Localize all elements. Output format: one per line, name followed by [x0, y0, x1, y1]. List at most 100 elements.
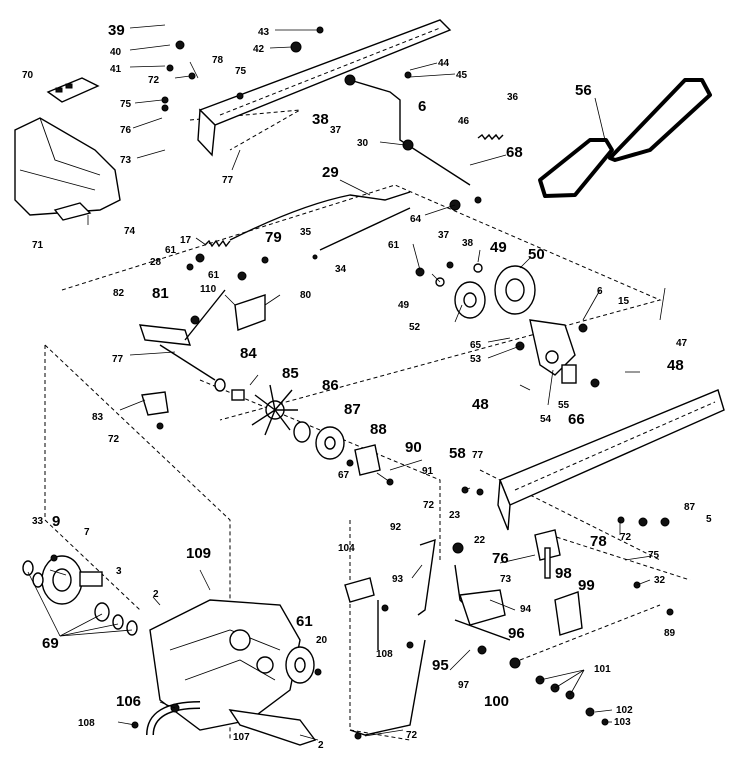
- callout-108: 108: [78, 718, 95, 729]
- pulley-assembly-right: [435, 263, 536, 319]
- callout-38: 38: [312, 111, 329, 128]
- callout-94: 94: [520, 604, 532, 615]
- callout-92: 92: [390, 522, 402, 533]
- callout-72: 72: [148, 75, 160, 86]
- callout-47: 47: [676, 338, 688, 349]
- callout-3: 3: [116, 566, 122, 577]
- hose-107: [146, 701, 201, 736]
- callout-61: 61: [165, 245, 177, 256]
- shift-rod: [229, 79, 471, 251]
- bracket-83: [141, 391, 169, 416]
- callout-99: 99: [578, 577, 595, 594]
- pulley-87-88: [293, 421, 381, 476]
- callout-91: 91: [422, 466, 434, 477]
- callout-109: 109: [186, 545, 211, 562]
- callout-33: 33: [32, 516, 44, 527]
- callout-83: 83: [92, 412, 104, 423]
- spring-36: [477, 133, 504, 141]
- tractor-hood: [14, 117, 121, 216]
- callout-45: 45: [456, 70, 468, 81]
- callout-72: 72: [406, 730, 418, 741]
- callout-61: 61: [208, 270, 220, 281]
- callout-77: 77: [472, 450, 484, 461]
- callout-89: 89: [664, 628, 676, 639]
- callout-77: 77: [112, 354, 124, 365]
- callout-73: 73: [500, 574, 512, 585]
- callout-84: 84: [240, 345, 257, 362]
- leader-lines: [27, 24, 666, 741]
- callout-69: 69: [42, 635, 59, 652]
- callout-23: 23: [449, 510, 461, 521]
- callout-35: 35: [300, 227, 312, 238]
- callout-76: 76: [120, 125, 132, 136]
- callout-88: 88: [370, 421, 387, 438]
- lever-93: [417, 538, 511, 641]
- callout-77: 77: [222, 175, 234, 186]
- callout-85: 85: [282, 365, 299, 382]
- callout-82: 82: [113, 288, 125, 299]
- linkage-rod: [349, 639, 426, 736]
- callout-6: 6: [418, 98, 426, 115]
- callout-9: 9: [52, 513, 60, 530]
- callout-106: 106: [116, 693, 141, 710]
- callout-87: 87: [344, 401, 361, 418]
- callout-37: 37: [330, 125, 342, 136]
- callout-41: 41: [110, 64, 122, 75]
- fan-86: [251, 384, 298, 436]
- callout-101: 101: [594, 664, 611, 675]
- callout-56: 56: [575, 82, 592, 99]
- callout-32: 32: [654, 575, 666, 586]
- callout-30: 30: [357, 138, 369, 149]
- callout-90: 90: [405, 439, 422, 456]
- callout-87: 87: [684, 502, 696, 513]
- callout-93: 93: [392, 574, 404, 585]
- callout-49: 49: [490, 239, 507, 256]
- callout-68: 68: [506, 144, 523, 161]
- callout-102: 102: [616, 705, 633, 716]
- callout-98: 98: [555, 565, 572, 582]
- callout-29: 29: [322, 164, 339, 181]
- idler-arm-54: [529, 319, 577, 384]
- callout-66: 66: [568, 411, 585, 428]
- callout-61: 61: [296, 613, 313, 630]
- callout-108: 108: [376, 649, 393, 660]
- callout-43: 43: [258, 27, 270, 38]
- callout-80: 80: [300, 290, 312, 301]
- callout-54: 54: [540, 414, 552, 425]
- callout-37: 37: [438, 230, 450, 241]
- callout-71: 71: [32, 240, 44, 251]
- callout-2: 2: [318, 740, 324, 751]
- callout-95: 95: [432, 657, 449, 674]
- callout-65: 65: [470, 340, 482, 351]
- callout-72: 72: [620, 532, 632, 543]
- transaxle-housing: [149, 599, 317, 746]
- callout-53: 53: [470, 354, 482, 365]
- callout-104: 104: [338, 543, 355, 554]
- callout-6: 6: [597, 286, 603, 297]
- assembly-outlines: [44, 109, 691, 741]
- callout-72: 72: [423, 500, 435, 511]
- pulley-61: [285, 646, 315, 684]
- callout-40: 40: [110, 47, 122, 58]
- callout-38: 38: [462, 238, 474, 249]
- callout-67: 67: [338, 470, 350, 481]
- callout-75: 75: [235, 66, 247, 77]
- callout-70: 70: [22, 70, 34, 81]
- callout-15: 15: [618, 296, 630, 307]
- callout-22: 22: [474, 535, 486, 546]
- callout-55: 55: [558, 400, 570, 411]
- callout-76: 76: [492, 550, 509, 567]
- callout-34: 34: [335, 264, 347, 275]
- callout-103: 103: [614, 717, 631, 728]
- callout-20: 20: [316, 635, 328, 646]
- callout-2: 2: [153, 589, 159, 600]
- bracket-104: [344, 577, 379, 650]
- callout-58: 58: [449, 445, 466, 462]
- hardware-dots: [50, 26, 674, 740]
- callout-48: 48: [667, 357, 684, 374]
- callout-81: 81: [152, 285, 169, 302]
- callout-44: 44: [438, 58, 450, 69]
- callout-5: 5: [706, 514, 712, 525]
- callout-39: 39: [108, 22, 125, 39]
